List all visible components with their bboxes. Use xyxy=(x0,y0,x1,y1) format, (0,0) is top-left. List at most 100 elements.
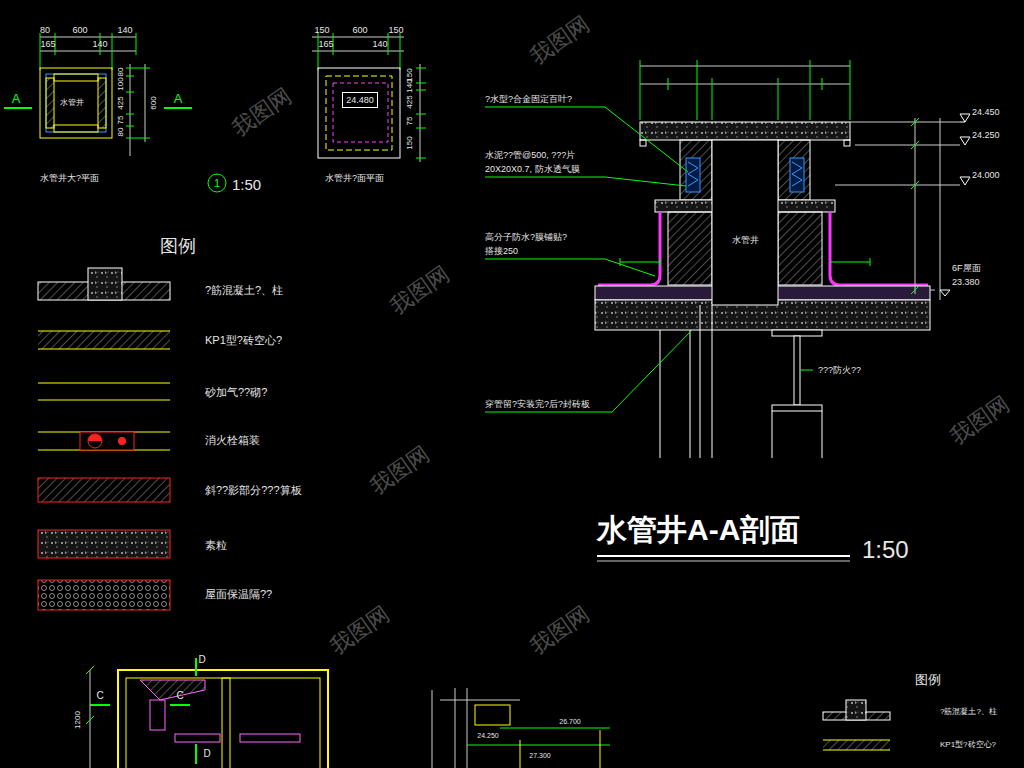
cad-linework xyxy=(140,680,205,700)
cad-linework xyxy=(118,670,328,768)
lower-plan xyxy=(86,658,328,768)
watermark: 我图网 xyxy=(386,261,455,320)
legend-text: ?筋混凝土?、柱 xyxy=(940,707,997,716)
cad-linework xyxy=(712,140,778,305)
watermark: 我图网 xyxy=(366,441,435,500)
dimension: 165 xyxy=(318,39,333,49)
legend-samples xyxy=(38,268,170,610)
cad-linework xyxy=(778,140,810,200)
cad-linework xyxy=(40,37,136,38)
cad-linework xyxy=(772,405,822,411)
legend-text: KP1型?砖空心? xyxy=(940,740,996,749)
cad-linework xyxy=(150,700,165,730)
cad-linework xyxy=(823,740,890,741)
elevation: 24.450 xyxy=(972,107,1000,117)
section-mark: D xyxy=(198,654,205,666)
section-mark: A xyxy=(174,92,183,107)
dimension: 140 xyxy=(117,25,132,35)
cad-linework xyxy=(4,107,32,109)
elevation: 24.250 xyxy=(477,732,498,740)
elevation: 24.000 xyxy=(972,170,1000,180)
cad-linework xyxy=(46,78,54,128)
cad-linework xyxy=(835,122,960,290)
legend-text: 消火栓箱装 xyxy=(205,434,260,447)
cad-linework xyxy=(38,383,170,384)
cad-linework xyxy=(792,162,802,186)
legend-text: ?筋混凝土?、柱 xyxy=(205,284,283,297)
watermark: 我图网 xyxy=(526,601,595,660)
cad-linework xyxy=(98,78,106,128)
cad-linework xyxy=(195,658,197,764)
cad-linework xyxy=(597,561,850,562)
cad-linework xyxy=(485,107,688,172)
cad-linework xyxy=(38,400,170,401)
scale: 1:50 xyxy=(232,176,261,193)
cad-linework xyxy=(597,555,850,557)
cad-linework xyxy=(88,268,122,300)
dimension: 600 xyxy=(72,25,87,35)
cad-linework xyxy=(668,212,712,285)
dimension: 425 xyxy=(116,96,125,109)
cad-linework xyxy=(318,68,400,158)
plan-caption: 水管井大?平面 xyxy=(40,173,99,183)
cad-linework xyxy=(778,212,822,285)
cad-linework xyxy=(145,64,146,142)
cad-linework xyxy=(416,68,426,158)
cad-linework xyxy=(440,700,520,701)
cad-linework xyxy=(126,678,320,768)
shaft-label-box: 24.480 xyxy=(342,92,378,108)
cad-linework xyxy=(640,122,850,140)
cad-linework xyxy=(40,51,136,52)
dimension: 140 xyxy=(92,39,107,49)
cad-linework xyxy=(911,118,919,294)
section-mark: C xyxy=(176,690,183,702)
cad-linework xyxy=(312,51,404,52)
section-a-a xyxy=(485,60,970,561)
section-mark: A xyxy=(12,92,21,107)
cad-linework xyxy=(520,730,600,768)
callout-note: 20X20X0.7, 防水透气膜 xyxy=(485,164,580,174)
cad-linework xyxy=(118,437,126,445)
callout-note: ?水型?合金固定百叶? xyxy=(485,94,572,104)
cad-linework xyxy=(790,158,804,192)
cad-linework xyxy=(90,704,190,706)
dimension: 150 xyxy=(388,25,403,35)
plan-1 xyxy=(4,33,226,192)
section-mark: C xyxy=(96,690,103,702)
cad-linework xyxy=(940,118,941,300)
elevation: 27.300 xyxy=(529,752,550,760)
cad-linework xyxy=(240,734,300,742)
cad-linework xyxy=(960,114,970,185)
cad-linework xyxy=(40,33,136,70)
cad-linework xyxy=(467,728,610,745)
callout-note: 水泥??管@500, ???片 xyxy=(485,150,575,160)
dimension: 425 xyxy=(405,95,414,108)
cad-linework xyxy=(38,478,170,502)
dimension: 1200 xyxy=(73,711,82,729)
cad-linework xyxy=(485,177,686,186)
watermark: 我图网 xyxy=(326,601,395,660)
shaft-label-box: 水管井 xyxy=(57,96,87,109)
cad-linework xyxy=(38,349,170,350)
elevation: 24.250 xyxy=(972,130,1000,140)
dimension: 600 xyxy=(352,25,367,35)
legend-text: 砂加气??砌? xyxy=(205,386,267,399)
dimension: 80 xyxy=(116,68,125,77)
cad-linework xyxy=(800,370,813,371)
legend-heading: 图例 xyxy=(915,673,941,688)
cad-linework xyxy=(420,64,421,162)
cad-linework xyxy=(80,432,134,450)
plan-caption: 水管井?面平面 xyxy=(325,173,384,183)
cad-linework xyxy=(40,68,112,138)
cad-linework xyxy=(54,125,98,132)
dimension: 150 xyxy=(314,25,329,35)
cad-linework xyxy=(940,290,950,296)
elevation: 6F屋面 xyxy=(952,263,981,273)
dimension: 75 xyxy=(405,117,414,126)
cad-linework xyxy=(485,330,692,412)
cad-linework xyxy=(88,434,102,448)
cad-linework xyxy=(88,434,102,441)
watermark: 我图网 xyxy=(946,391,1015,450)
